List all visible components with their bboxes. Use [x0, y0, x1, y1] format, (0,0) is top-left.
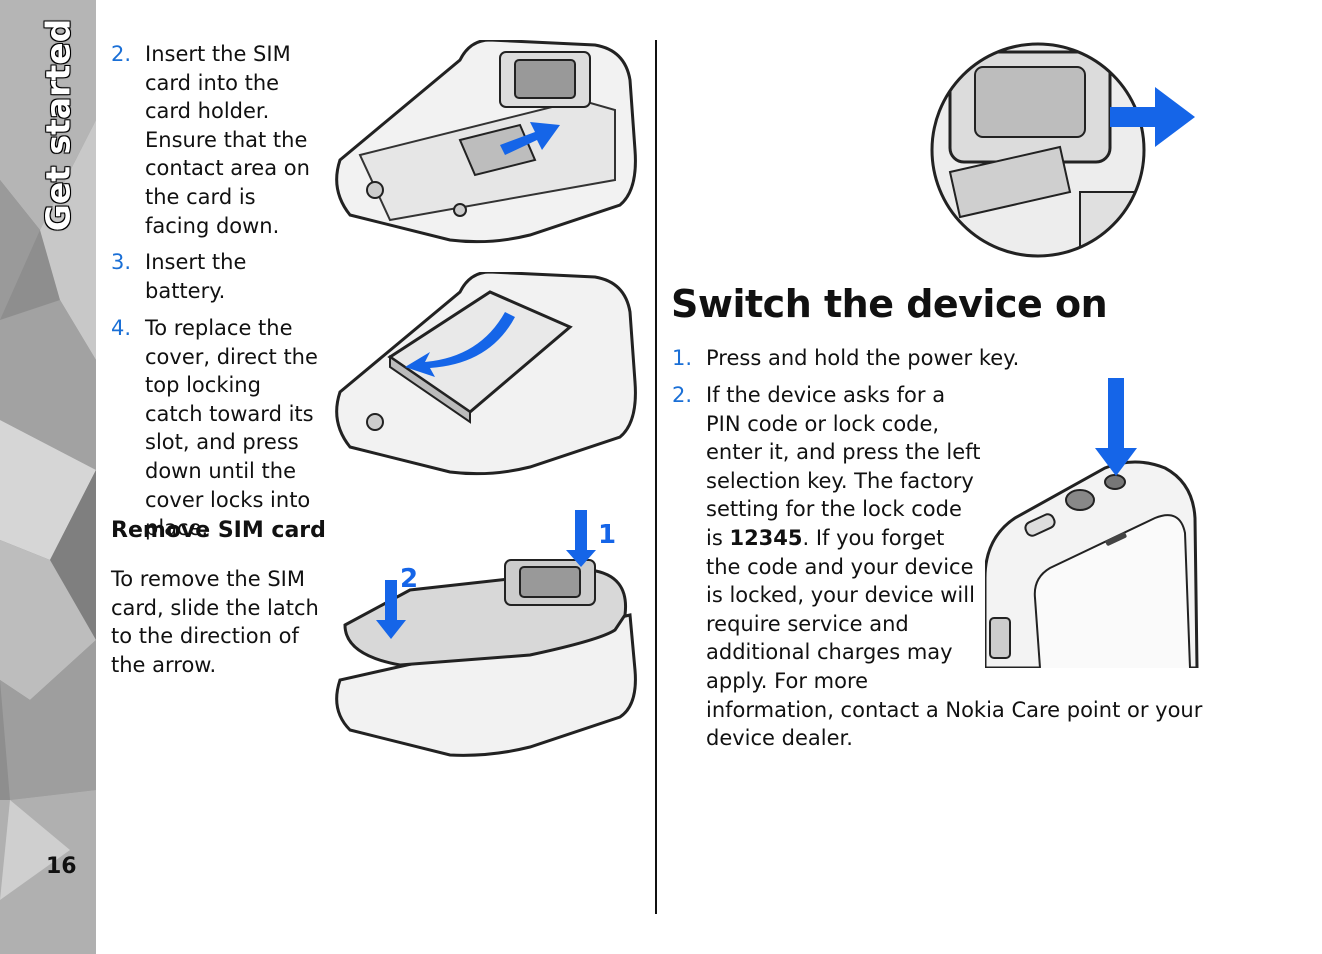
step-text-after: . If you forget the code and your device… [706, 525, 1203, 751]
sim-remove-illustration [930, 42, 1195, 258]
step-number: 2. [672, 383, 693, 407]
chapter-title: Get started [38, 18, 78, 232]
step-text: Insert the battery. [145, 250, 247, 303]
list-item-step-2: 2. Insert the SIM card into the card hol… [111, 40, 323, 240]
list-item-power-2: 2. If the device asks for a PIN code or … [672, 381, 1212, 753]
sim-insert-illustration [335, 40, 637, 244]
chapter-sidebar: Get started 16 [0, 0, 96, 954]
section-heading-switch-on: Switch the device on [671, 282, 1108, 326]
step-number: 2. [111, 42, 132, 66]
step-number: 1. [672, 346, 693, 370]
section-heading-remove-sim: Remove SIM card [111, 518, 326, 543]
sidebar-pattern [0, 0, 96, 954]
battery-insert-illustration [335, 272, 637, 476]
step-text: Press and hold the power key. [706, 346, 1020, 370]
page-number: 16 [46, 854, 77, 879]
step-text-before: If the device asks for a PIN code or loc… [706, 383, 981, 550]
cover-replace-illustration: 1 2 [335, 510, 637, 757]
list-item-step-3: 3. Insert the battery. [111, 248, 323, 305]
remove-sim-text: To remove the SIM card, slide the latch … [111, 567, 319, 677]
step-text: To replace the cover, direct the top loc… [145, 316, 318, 541]
step-number: 4. [111, 316, 132, 340]
list-item-step-4: 4. To replace the cover, direct the top … [111, 314, 323, 543]
callout-2: 2 [400, 564, 418, 594]
power-key-illustration [985, 378, 1199, 668]
step-text: If the device asks for a PIN code or loc… [706, 381, 1212, 753]
list-item-power-1: 1. Press and hold the power key. [672, 344, 1212, 373]
column-divider [655, 40, 657, 914]
lock-code: 12345 [729, 525, 803, 550]
callout-1: 1 [598, 520, 616, 550]
step-number: 3. [111, 250, 132, 274]
step-text: Insert the SIM card into the card holder… [145, 42, 310, 238]
